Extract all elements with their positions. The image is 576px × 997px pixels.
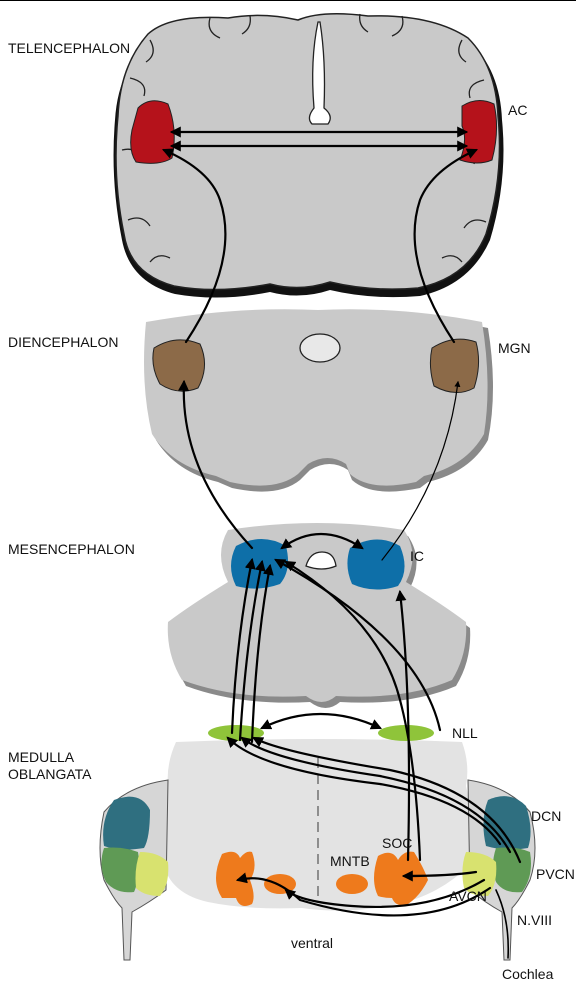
dcn-right (483, 796, 530, 849)
mgn-left (153, 340, 205, 391)
nll-commissure (262, 714, 380, 728)
mntb-right (336, 874, 368, 894)
avcn-left (136, 852, 169, 896)
third-ventricle (300, 334, 340, 362)
dcn-left (103, 797, 150, 850)
label-mntb: MNTB (330, 853, 370, 870)
ic-right (347, 539, 404, 589)
top-border (0, 0, 576, 1)
mesencephalon-section (168, 523, 470, 708)
label-medulla-line2: OBLANGATA (8, 766, 92, 783)
label-ventral: ventral (291, 935, 333, 952)
label-dcn: DCN (531, 808, 561, 825)
label-mgn: MGN (498, 340, 531, 357)
label-medulla-line1: MEDULLA (8, 749, 74, 766)
label-telencephalon: TELENCEPHALON (8, 40, 130, 57)
mgn-right (430, 339, 478, 392)
ic-left (231, 539, 288, 589)
label-pvcn: PVCN (536, 866, 575, 883)
label-cochlea: Cochlea (502, 966, 553, 983)
mntb-left (264, 874, 296, 894)
label-soc: SOC (382, 835, 412, 852)
label-nll: NLL (452, 725, 478, 742)
label-ic: IC (410, 548, 424, 565)
telencephalon-section (114, 14, 504, 298)
label-ac: AC (508, 102, 527, 119)
label-mesencephalon: MESENCEPHALON (8, 541, 135, 558)
diencephalon-section (144, 309, 493, 491)
label-diencephalon: DIENCEPHALON (8, 334, 118, 351)
medulla-section (100, 725, 535, 960)
label-avcn: AVCN (449, 888, 487, 905)
label-nviii: N.VIII (517, 912, 552, 929)
ac-left (131, 101, 175, 164)
